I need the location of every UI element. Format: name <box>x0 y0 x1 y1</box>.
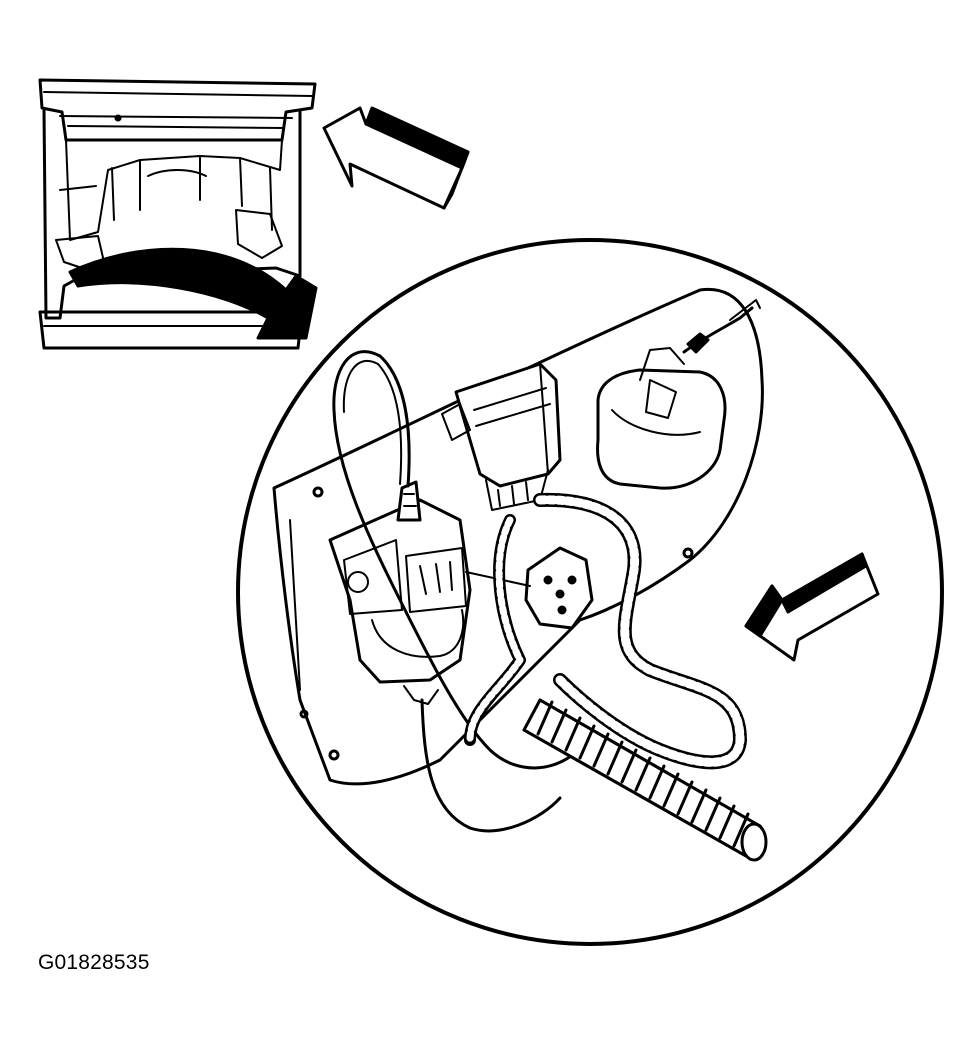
detail-view <box>236 238 944 946</box>
mounting-panel <box>272 287 764 786</box>
relay-connector <box>441 362 562 511</box>
rear-bumper <box>38 310 304 350</box>
detail-circle <box>236 238 944 946</box>
upper-bracket <box>596 299 761 490</box>
center-connector <box>465 546 594 630</box>
arrow-left-3d-icon <box>322 106 470 210</box>
figure-code: G01828535 <box>38 951 150 974</box>
corrugated-conduit <box>522 698 768 862</box>
rear-door-panel <box>38 78 317 142</box>
loop-wire <box>332 350 582 770</box>
vehicle-overview <box>38 78 318 350</box>
wiring-loom <box>464 492 747 770</box>
curved-arrow-icon <box>68 247 318 340</box>
socket-housing <box>328 480 472 705</box>
arrow-left-3d-icon <box>744 552 880 662</box>
